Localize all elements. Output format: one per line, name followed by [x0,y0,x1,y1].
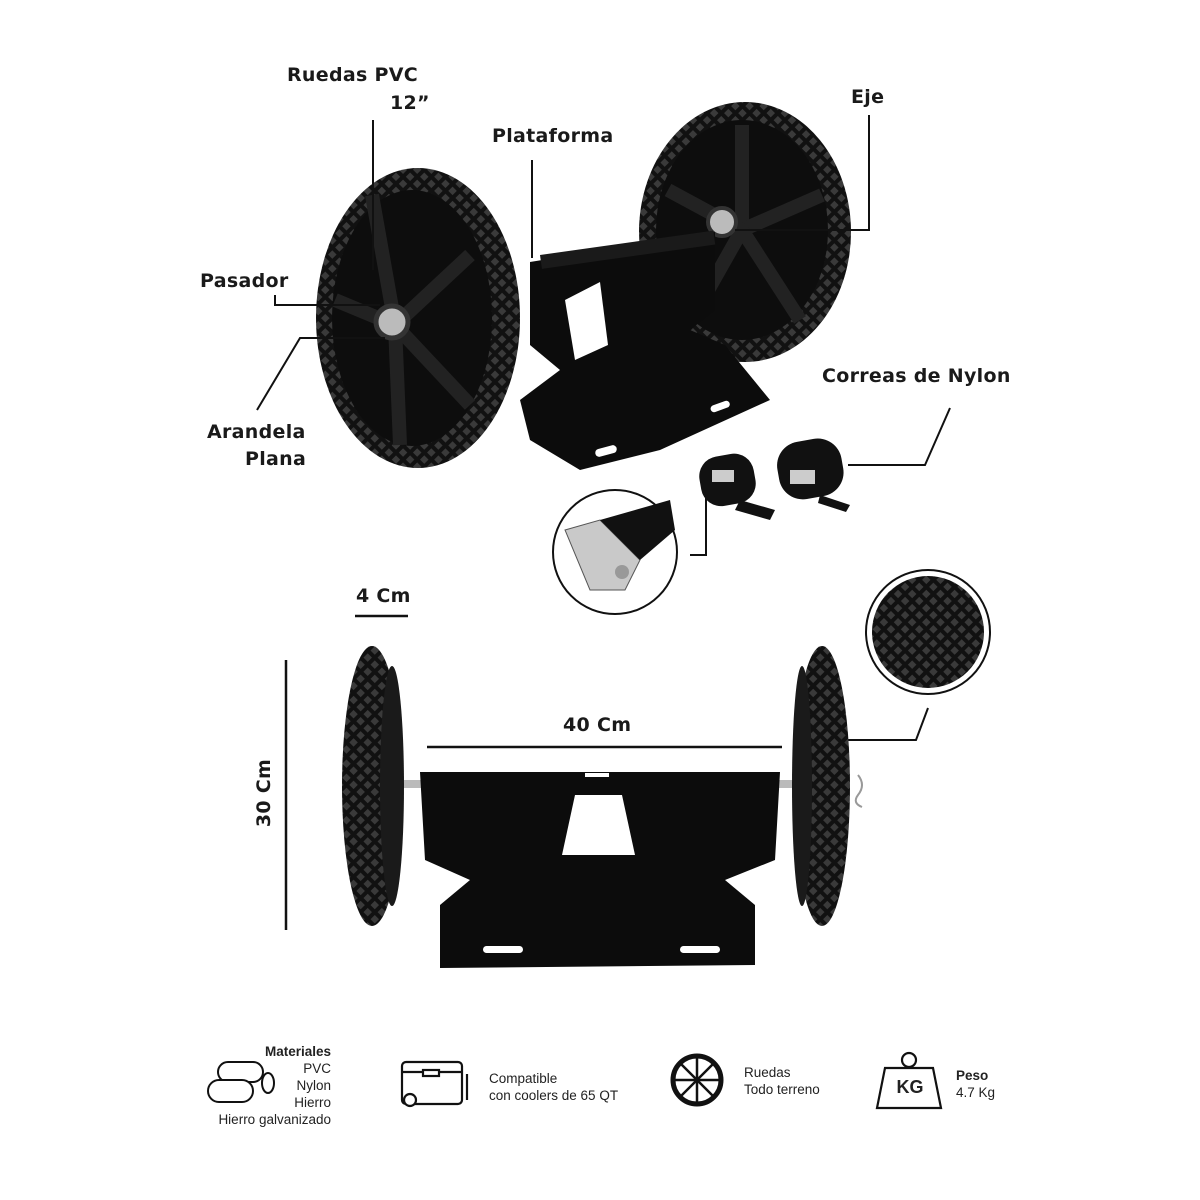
bottom-platform [400,772,800,968]
callout-axle: Eje [851,86,885,108]
weight-icon [875,1051,943,1110]
callout-washer-2: Plana [245,448,307,470]
compatibility-line1: Compatible [489,1071,558,1086]
weight-title: Peso [956,1068,989,1083]
compatibility-line2: con coolers de 65 QT [489,1088,619,1103]
dimension-axle-length: 40 Cm [563,714,632,736]
callout-platform: Plataforma [492,125,614,147]
tread-inset [865,569,991,695]
material-item: Hierro galvanizado [218,1112,331,1127]
callout-pin: Pasador [200,270,289,292]
material-item: PVC [303,1061,331,1076]
wheel-icon [670,1053,724,1107]
washer [373,303,411,341]
bottom-left-wheel [342,646,404,926]
spec-weight: Peso 4.7 Kg [956,1067,995,1101]
material-item: Hierro [294,1095,331,1110]
material-item: Nylon [296,1078,331,1093]
callout-straps: Correas de Nylon [822,365,1011,387]
top-left-wheel [316,168,520,468]
callout-washer: Arandela [207,421,306,443]
axle-hub [706,206,738,238]
spec-compatibility: Compatible con coolers de 65 QT [489,1070,618,1104]
pipes-icon [207,1061,275,1103]
bottom-right-wheel [792,646,863,926]
nylon-straps [699,438,850,520]
spec-materials: Materiales PVC Nylon Hierro Hierro galva… [180,1043,331,1128]
buckle-inset [552,489,678,615]
top-platform [520,230,770,470]
materials-title: Materiales [264,1044,331,1059]
spec-wheels: Ruedas Todo terreno [744,1064,820,1098]
callout-wheels-size: 12” [390,92,430,114]
callout-lines [256,115,951,741]
dimension-height: 30 Cm [253,758,276,828]
cooler-icon [400,1060,469,1108]
weight-value: 4.7 Kg [956,1085,996,1100]
wheels-line1: Ruedas [744,1065,791,1080]
wheels-line2: Todo terreno [744,1082,820,1097]
callout-wheels: Ruedas PVC [287,64,418,86]
weight-badge: KG [896,1077,924,1097]
dimension-wheel-width: 4 Cm [356,585,411,607]
dimension-lines [284,614,782,930]
pin [854,774,863,808]
